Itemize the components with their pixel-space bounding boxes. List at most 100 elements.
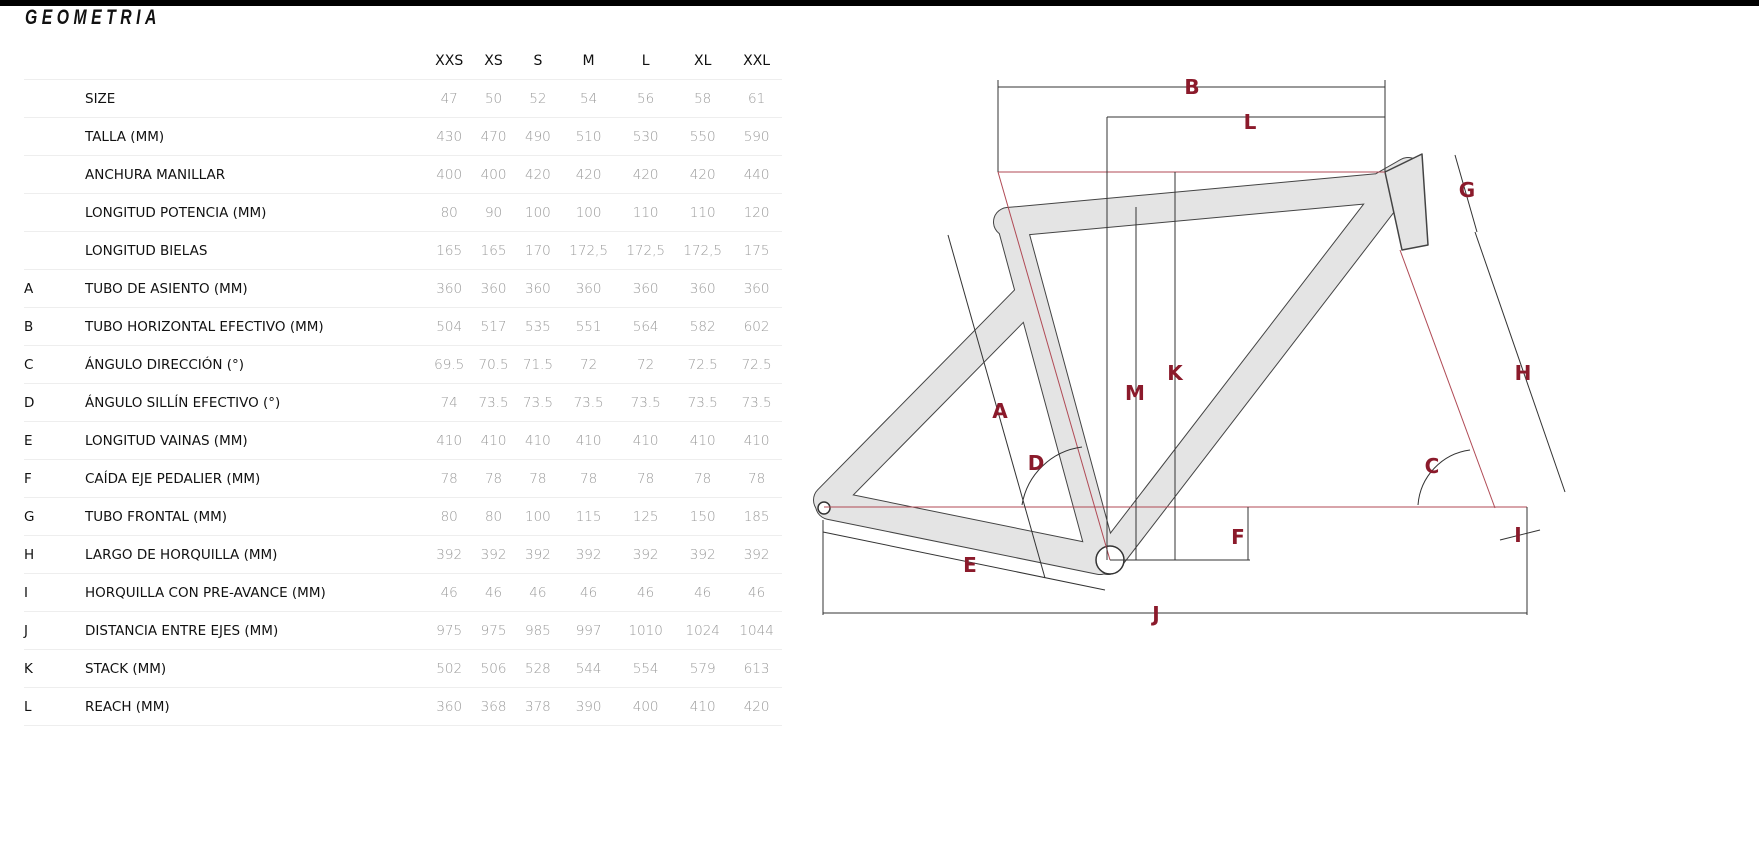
row-value: 590 bbox=[731, 117, 782, 156]
row-value: 544 bbox=[560, 649, 618, 688]
row-value: 73.5 bbox=[731, 383, 782, 422]
size-header: XL bbox=[674, 42, 732, 80]
row-value: 360 bbox=[617, 269, 675, 308]
size-header: XXS bbox=[427, 42, 472, 80]
row-value: 410 bbox=[471, 421, 516, 460]
row-value: 90 bbox=[471, 193, 516, 232]
label-f: F bbox=[1231, 525, 1245, 549]
row-value: 420 bbox=[731, 687, 782, 726]
row-value: 74 bbox=[427, 383, 472, 422]
row-code: C bbox=[24, 345, 85, 384]
row-value: 56 bbox=[617, 79, 675, 118]
row-code: B bbox=[24, 307, 85, 346]
row-label: HORQUILLA CON PRE-AVANCE (MM) bbox=[85, 573, 427, 612]
row-value: 410 bbox=[674, 687, 732, 726]
row-value: 564 bbox=[617, 307, 675, 346]
row-value: 420 bbox=[617, 155, 675, 194]
label-g: G bbox=[1459, 178, 1475, 202]
row-value: 410 bbox=[515, 421, 561, 460]
row-value: 165 bbox=[427, 231, 472, 270]
row-value: 510 bbox=[560, 117, 618, 156]
row-value: 420 bbox=[515, 155, 561, 194]
row-label: DISTANCIA ENTRE EJES (MM) bbox=[85, 611, 427, 650]
row-code bbox=[24, 117, 85, 156]
row-value: 172,5 bbox=[617, 231, 675, 270]
row-value: 400 bbox=[427, 155, 472, 194]
row-value: 985 bbox=[515, 611, 561, 650]
row-value: 420 bbox=[674, 155, 732, 194]
row-value: 360 bbox=[427, 687, 472, 726]
row-label: STACK (MM) bbox=[85, 649, 427, 688]
label-i: I bbox=[1514, 523, 1521, 547]
row-value: 170 bbox=[515, 231, 561, 270]
row-value: 975 bbox=[427, 611, 472, 650]
row-label: REACH (MM) bbox=[85, 687, 427, 726]
row-value: 582 bbox=[674, 307, 732, 346]
row-value: 165 bbox=[471, 231, 516, 270]
row-value: 78 bbox=[674, 459, 732, 498]
row-value: 502 bbox=[427, 649, 472, 688]
label-a: A bbox=[992, 399, 1008, 423]
row-value: 46 bbox=[617, 573, 675, 612]
row-value: 551 bbox=[560, 307, 618, 346]
row-code bbox=[24, 193, 85, 232]
row-value: 1010 bbox=[617, 611, 675, 650]
row-code: A bbox=[24, 269, 85, 308]
row-value: 73.5 bbox=[674, 383, 732, 422]
row-value: 360 bbox=[674, 269, 732, 308]
row-value: 72 bbox=[617, 345, 675, 384]
row-value: 490 bbox=[515, 117, 561, 156]
row-label: LONGITUD BIELAS bbox=[85, 231, 427, 270]
row-value: 602 bbox=[731, 307, 782, 346]
row-value: 78 bbox=[731, 459, 782, 498]
row-code: D bbox=[24, 383, 85, 422]
row-label: LONGITUD POTENCIA (MM) bbox=[85, 193, 427, 232]
row-value: 52 bbox=[515, 79, 561, 118]
size-header: L bbox=[617, 42, 675, 80]
row-value: 360 bbox=[515, 269, 561, 308]
row-value: 410 bbox=[427, 421, 472, 460]
row-value: 73.5 bbox=[560, 383, 618, 422]
row-value: 78 bbox=[427, 459, 472, 498]
dimension-labels: B L G K M H A D C F I E J bbox=[963, 75, 1531, 626]
row-value: 78 bbox=[471, 459, 516, 498]
row-value: 975 bbox=[471, 611, 516, 650]
row-label: TUBO HORIZONTAL EFECTIVO (MM) bbox=[85, 307, 427, 346]
row-value: 72.5 bbox=[731, 345, 782, 384]
row-value: 46 bbox=[427, 573, 472, 612]
row-value: 392 bbox=[515, 535, 561, 574]
row-value: 392 bbox=[427, 535, 472, 574]
row-code: H bbox=[24, 535, 85, 574]
page-title: GEOMETRIA bbox=[25, 6, 161, 29]
row-value: 410 bbox=[617, 421, 675, 460]
row-value: 185 bbox=[731, 497, 782, 536]
row-label: LARGO DE HORQUILLA (MM) bbox=[85, 535, 427, 574]
row-value: 78 bbox=[515, 459, 561, 498]
row-value: 1044 bbox=[731, 611, 782, 650]
row-value: 46 bbox=[515, 573, 561, 612]
label-c: C bbox=[1425, 454, 1440, 478]
row-value: 78 bbox=[560, 459, 618, 498]
row-value: 392 bbox=[560, 535, 618, 574]
row-value: 410 bbox=[674, 421, 732, 460]
row-value: 172,5 bbox=[674, 231, 732, 270]
dimension-lines bbox=[822, 80, 1566, 615]
row-code: K bbox=[24, 649, 85, 688]
row-code bbox=[24, 231, 85, 270]
row-value: 410 bbox=[560, 421, 618, 460]
row-value: 360 bbox=[471, 269, 516, 308]
row-label: ÁNGULO SILLÍN EFECTIVO (°) bbox=[85, 383, 427, 422]
row-value: 80 bbox=[471, 497, 516, 536]
row-value: 390 bbox=[560, 687, 618, 726]
row-value: 120 bbox=[731, 193, 782, 232]
top-bar bbox=[0, 0, 1759, 6]
row-value: 440 bbox=[731, 155, 782, 194]
row-value: 554 bbox=[617, 649, 675, 688]
row-value: 150 bbox=[674, 497, 732, 536]
label-h: H bbox=[1515, 361, 1532, 385]
